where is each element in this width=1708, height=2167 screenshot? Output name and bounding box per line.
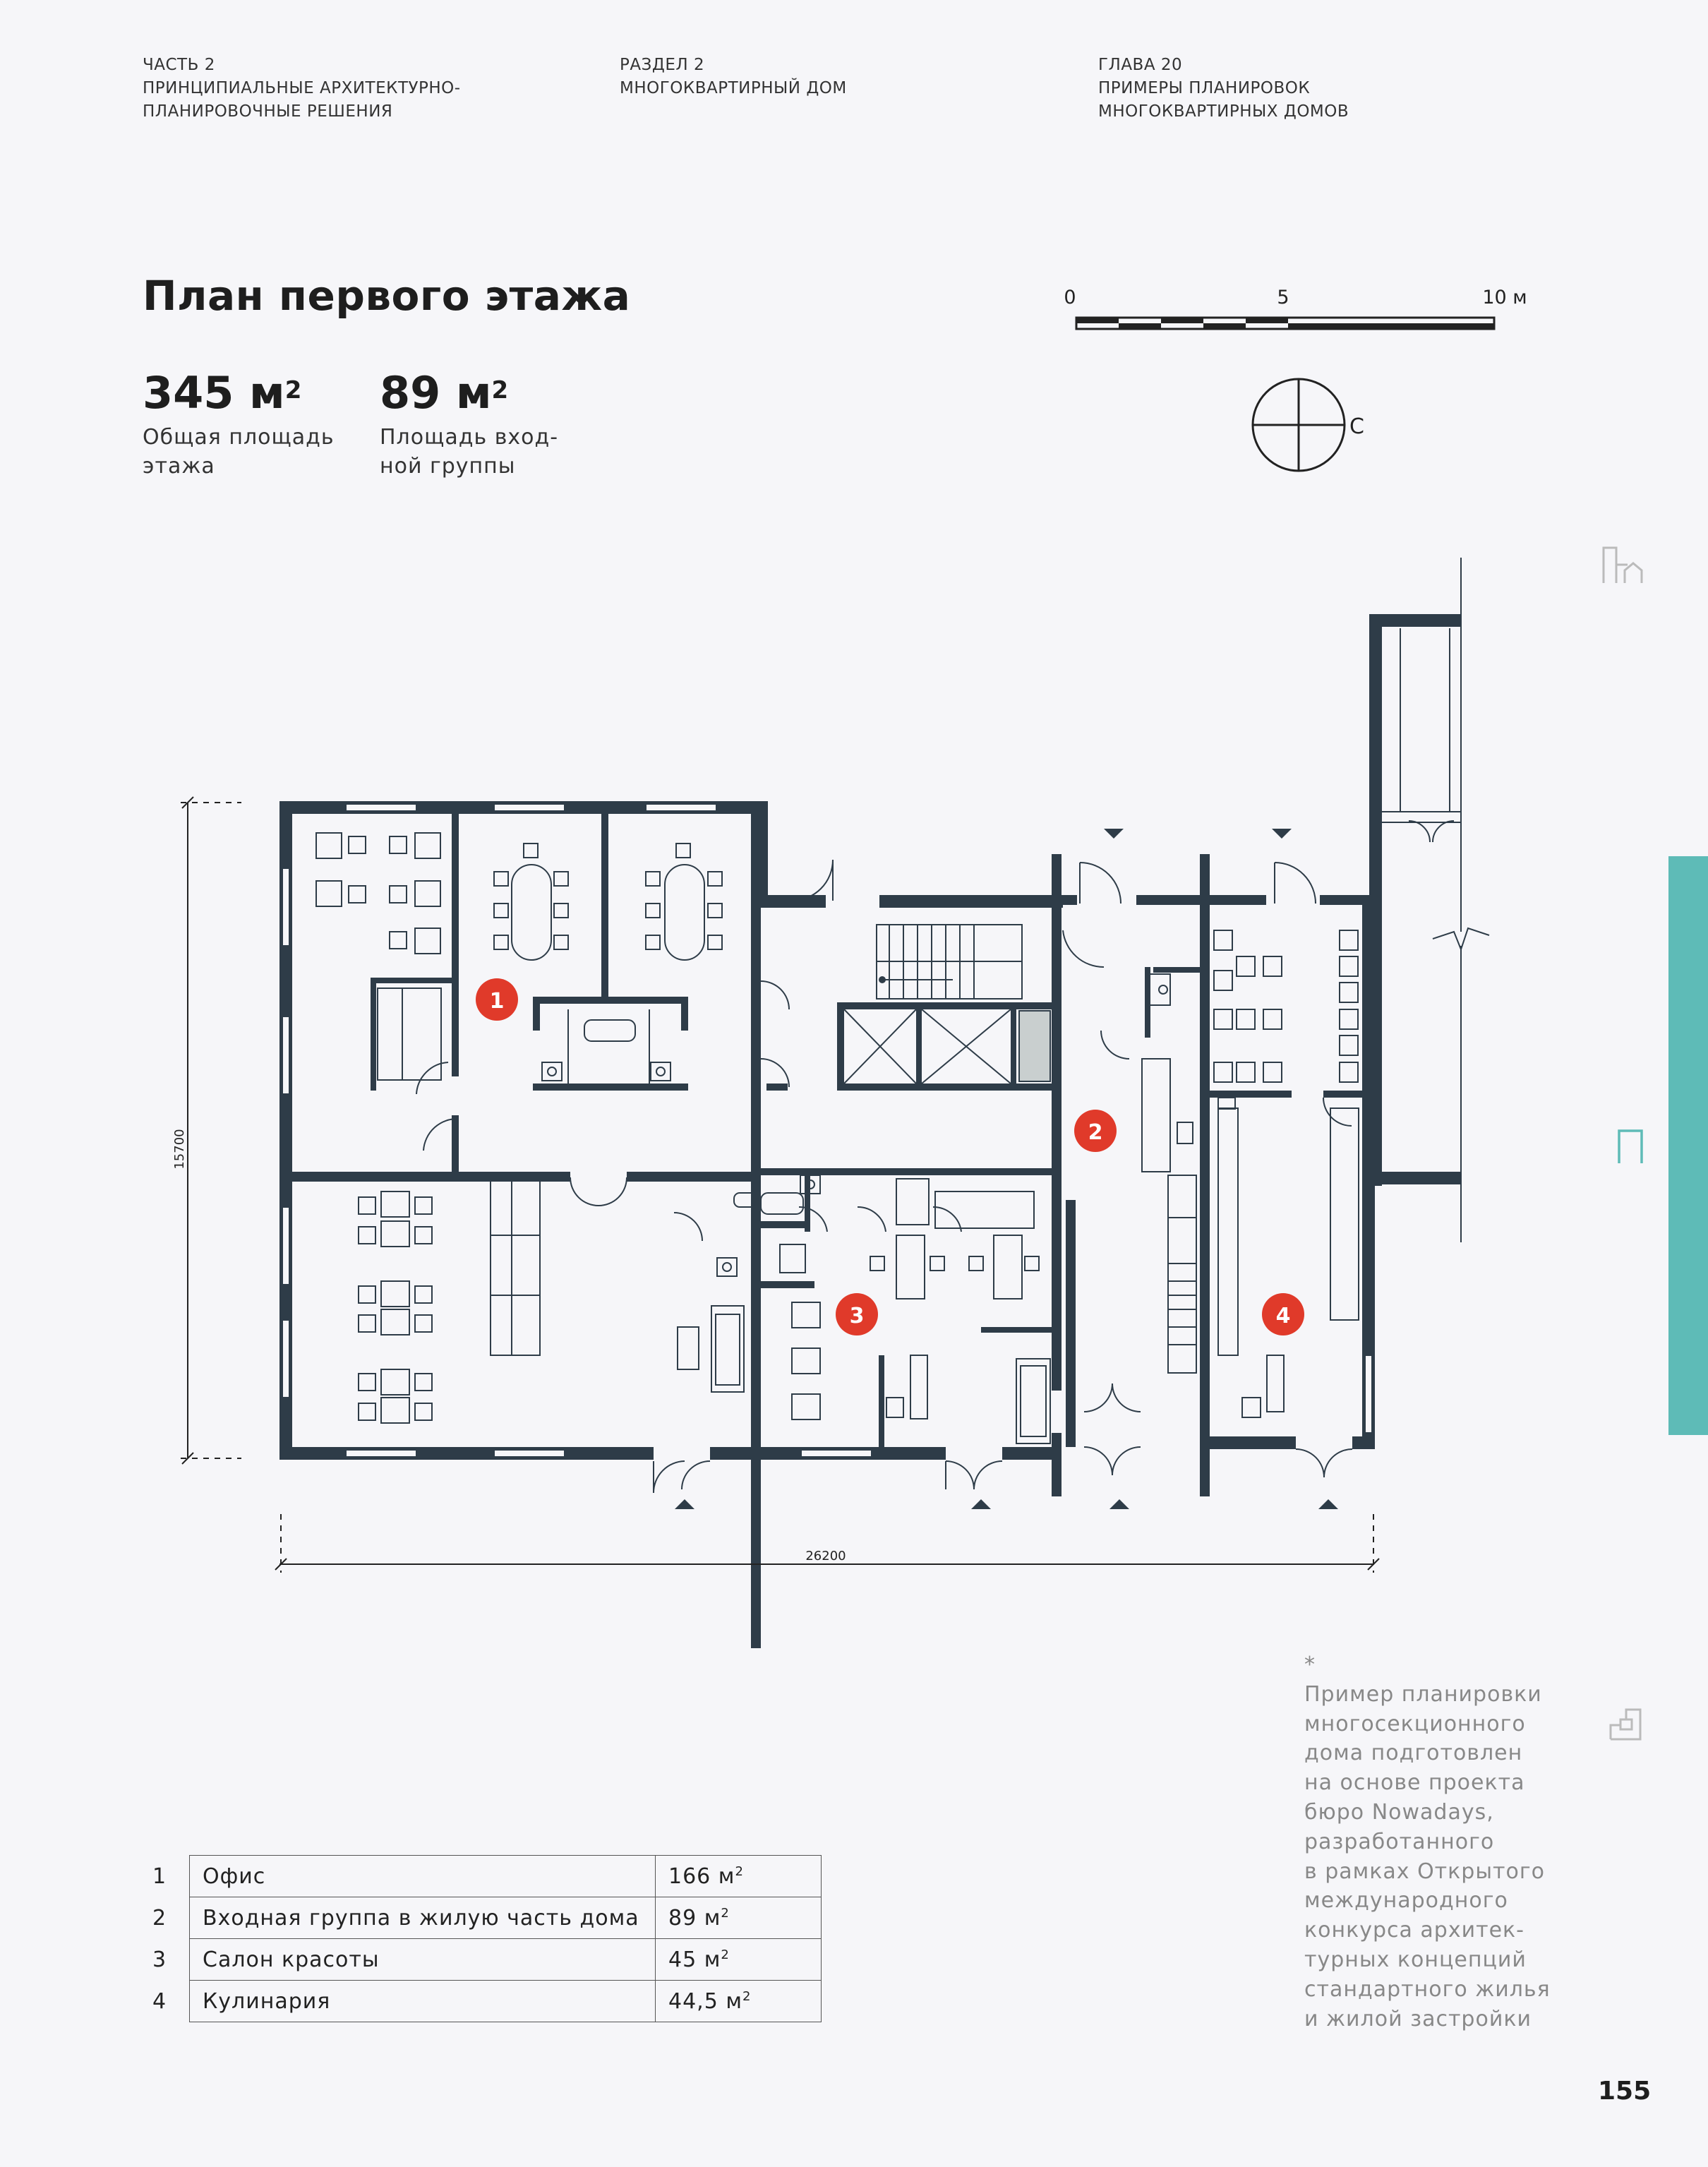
chapter-accent-bar: [1668, 856, 1708, 1435]
stat-value-sup: 2: [284, 376, 302, 404]
room-number: 2: [152, 1905, 167, 1931]
room-markers: 1 2 3 4: [476, 978, 1304, 1335]
width-dimension-label: 26200: [805, 1549, 846, 1563]
shaft: [1018, 1010, 1051, 1082]
stat-entrance-area: 89 м2 Площадь вход- ной группы: [380, 364, 558, 481]
plan-outline-icon: [1609, 1708, 1642, 1741]
room-marker-label: 3: [850, 1304, 865, 1328]
header-chapter-line: МНОГОКВАРТИРНЫХ ДОМОВ: [1098, 102, 1349, 121]
header-section-line: МНОГОКВАРТИРНЫЙ ДОМ: [620, 79, 847, 97]
north-compass: С: [1251, 378, 1364, 472]
room-area: 89 м2: [655, 1897, 822, 1939]
stat-label: этажа: [143, 454, 215, 479]
footnote-line: бюро Nowadays,: [1304, 1799, 1494, 1825]
room-area: 166 м2: [655, 1855, 822, 1897]
footnote-line: конкурса архитек-: [1304, 1918, 1524, 1943]
footnote-line: международного: [1304, 1888, 1508, 1914]
room-area-sup: 2: [721, 1905, 730, 1921]
stair: [843, 924, 1023, 1084]
room-marker-2: [1074, 1110, 1117, 1152]
entrance-arrows: [675, 829, 1338, 1509]
table-row: 4 Кулинария 44,5 м2: [143, 1980, 822, 2022]
header-section: РАЗДЕЛ 2 МНОГОКВАРТИРНЫЙ ДОМ: [620, 54, 847, 100]
room-number: 1: [152, 1863, 167, 1889]
block-outline-icon: [1618, 1129, 1643, 1163]
stat-label: Площадь вход-: [380, 425, 559, 450]
footnote: * Пример планировки многосекционного дом…: [1304, 1650, 1551, 2034]
room-name: Салон красоты: [189, 1938, 656, 1981]
stat-value-sup: 2: [491, 376, 509, 404]
footnote-line: на основе проекта: [1304, 1770, 1525, 1796]
scale-label: 5: [1277, 287, 1289, 308]
table-row: 1 Офис 166 м2: [143, 1855, 822, 1897]
room-marker-1: [476, 978, 518, 1021]
room-marker-3: [836, 1293, 878, 1335]
page-title: План первого этажа: [143, 272, 631, 320]
height-dimension-label: 15700: [172, 1129, 187, 1169]
room-number: 4: [152, 1988, 167, 2014]
room-area-sup: 2: [742, 1988, 752, 2004]
windows: [282, 803, 1373, 1458]
page-number: 155: [1598, 2077, 1652, 2106]
room-number: 3: [152, 1947, 167, 1972]
entrance-furniture: [1141, 930, 1359, 1418]
scale-bar: 0 5 10 м: [1064, 287, 1527, 330]
stat-value-number: 89 м: [380, 367, 492, 419]
footnote-line: многосекционного: [1304, 1711, 1526, 1736]
footnote-line: в рамках Открытого: [1304, 1859, 1545, 1884]
header-chapter-line: ПРИМЕРЫ ПЛАНИРОВОК: [1098, 79, 1311, 97]
header-part-line: ПЛАНИРОВОЧНЫЕ РЕШЕНИЯ: [143, 102, 393, 121]
room-marker-4: [1262, 1293, 1304, 1335]
doors: [416, 820, 1455, 1494]
walls: [279, 614, 1461, 1648]
building-outline-icon: [1602, 546, 1643, 583]
room-name: Офис: [189, 1855, 656, 1897]
stat-value-number: 345 м: [143, 367, 285, 419]
room-name: Кулинария: [189, 1980, 656, 2022]
header-section-line: РАЗДЕЛ 2: [620, 56, 705, 74]
room-area: 45 м2: [655, 1938, 822, 1981]
salon-furniture: [760, 1175, 1058, 1444]
header-chapter-line: ГЛАВА 20: [1098, 56, 1183, 74]
rooms-table: 1 Офис 166 м2 2 Входная группа в жилую ч…: [143, 1855, 822, 2022]
room-area-value: 166 м: [668, 1863, 735, 1889]
room-area: 44,5 м2: [655, 1980, 822, 2022]
room-area-value: 44,5 м: [668, 1988, 742, 2014]
stat-value: 89 м2: [380, 364, 558, 423]
room-marker-label: 1: [490, 989, 505, 1014]
table-row: 2 Входная группа в жилую часть дома 89 м…: [143, 1897, 822, 1939]
table-row: 3 Салон красоты 45 м2: [143, 1938, 822, 1981]
dimension-lines: [181, 796, 1380, 1573]
stat-label: Общая площадь: [143, 425, 335, 450]
stat-value: 345 м2: [143, 364, 335, 423]
room-marker-label: 4: [1276, 1304, 1291, 1328]
footnote-line: *: [1304, 1652, 1316, 1677]
footnote-line: и жилой застройки: [1304, 2006, 1532, 2031]
footnote-line: дома подготовлен: [1304, 1741, 1523, 1766]
compass-label: С: [1349, 414, 1364, 439]
room-area-sup: 2: [735, 1863, 744, 1879]
footnote-line: разработанного: [1304, 1829, 1495, 1854]
stat-label: ной группы: [380, 454, 516, 479]
annex-strip: [1382, 558, 1490, 1242]
stat-total-area: 345 м2 Общая площадь этажа: [143, 364, 335, 481]
footnote-line: Пример планировки: [1304, 1681, 1542, 1707]
scale-label: 0: [1064, 287, 1076, 308]
room-marker-label: 2: [1088, 1120, 1103, 1145]
room-area-sup: 2: [721, 1947, 730, 1962]
room-area-value: 89 м: [668, 1905, 721, 1931]
room-name: Входная группа в жилую часть дома: [189, 1897, 656, 1939]
header-part: ЧАСТЬ 2 ПРИНЦИПИАЛЬНЫЕ АРХИТЕКТУРНО- ПЛА…: [143, 54, 461, 124]
footnote-line: стандартного жилья: [1304, 1976, 1551, 2002]
footnote-line: турных концепций: [1304, 1947, 1527, 1972]
office-furniture: [315, 832, 757, 1424]
room-area-value: 45 м: [668, 1947, 721, 1972]
scale-label: 10 м: [1482, 287, 1527, 308]
header-chapter: ГЛАВА 20 ПРИМЕРЫ ПЛАНИРОВОК МНОГОКВАРТИР…: [1098, 54, 1349, 124]
header-part-line: ЧАСТЬ 2: [143, 56, 215, 74]
header-part-line: ПРИНЦИПИАЛЬНЫЕ АРХИТЕКТУРНО-: [143, 79, 461, 97]
